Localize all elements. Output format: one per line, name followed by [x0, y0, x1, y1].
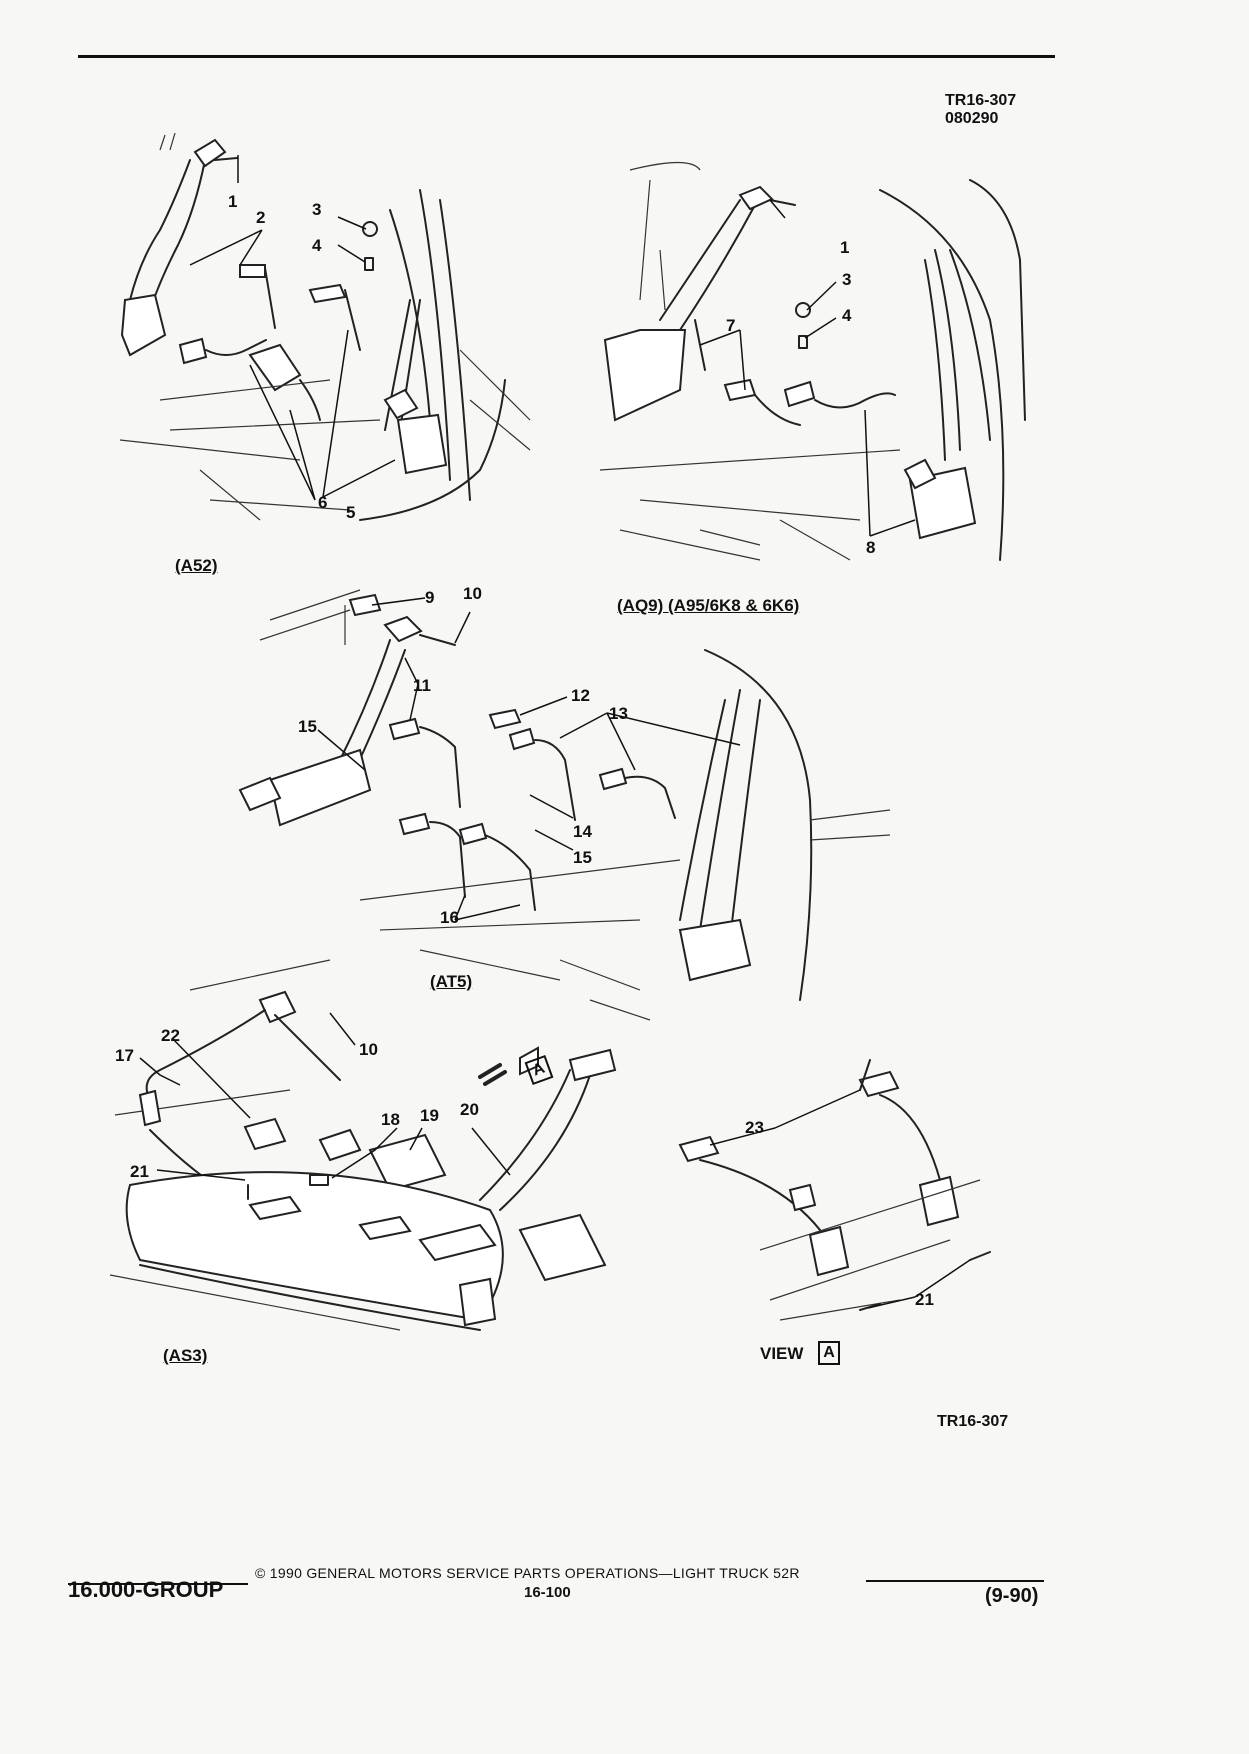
figure-id-bottom: TR16-307	[937, 1413, 1009, 1430]
panel-label-as3: (AS3)	[163, 1346, 208, 1365]
callout-as3-18: 18	[381, 1110, 400, 1129]
callout-at5-15a: 15	[298, 717, 317, 736]
callout-aq9-1: 1	[840, 238, 850, 257]
callout-aq9-4: 4	[842, 306, 852, 325]
as3-illustration	[109, 959, 617, 1331]
top-rule	[78, 55, 1055, 58]
callout-at5-14: 14	[573, 822, 592, 841]
figure-id: TR16-307	[945, 92, 1017, 109]
callout-a52-5: 5	[346, 503, 356, 522]
footer-rule-left	[68, 1583, 248, 1585]
callout-aq9-8: 8	[866, 538, 876, 557]
callout-a52-4: 4	[312, 236, 322, 255]
callout-a52-6: 6	[318, 493, 328, 512]
callout-aq9-7: 7	[726, 316, 736, 335]
panel-label-view: VIEW	[760, 1344, 804, 1363]
footer-copyright: © 1990 GENERAL MOTORS SERVICE PARTS OPER…	[255, 1565, 800, 1581]
callout-as3-17: 17	[115, 1046, 134, 1065]
footer-group: 16.000-GROUP	[68, 1577, 224, 1602]
callout-at5-12: 12	[571, 686, 590, 705]
a52-illustration	[119, 132, 531, 521]
callout-view-a-21: 21	[915, 1290, 934, 1309]
callout-a52-1: 1	[228, 192, 238, 211]
panel-label-a52: (A52)	[175, 556, 218, 575]
callout-a52-2: 2	[256, 208, 266, 227]
callout-view-a-23: 23	[745, 1118, 764, 1137]
callout-at5-11: 11	[413, 676, 431, 695]
panel-label-at5: (AT5)	[430, 972, 473, 991]
callout-as3-10: 10	[359, 1040, 378, 1059]
callout-a52-3: 3	[312, 200, 322, 219]
date-code: 080290	[945, 110, 999, 127]
callout-as3-20: 20	[460, 1100, 479, 1119]
footer-page-number: 16-100	[524, 1584, 571, 1601]
callout-at5-9: 9	[425, 588, 435, 607]
callout-as3-22: 22	[161, 1026, 180, 1045]
footer-rule-right	[866, 1580, 1044, 1582]
callout-as3-19: 19	[420, 1106, 439, 1125]
footer-revision: (9-90)	[985, 1585, 1039, 1607]
callout-at5-13: 13	[609, 704, 628, 723]
callout-at5-15b: 15	[573, 848, 592, 867]
view-a-illustration	[678, 1059, 991, 1321]
callout-aq9-3: 3	[842, 270, 852, 289]
panel-label-aq9: (AQ9) (A95/6K8 & 6K6)	[617, 596, 800, 615]
at5-illustration	[238, 589, 891, 1021]
aq9-illustration	[599, 161, 1026, 561]
view-a-box-letter: A	[818, 1341, 840, 1365]
callout-at5-16: 16	[440, 908, 459, 927]
callout-at5-10: 10	[463, 584, 482, 603]
callout-as3-21: 21	[130, 1162, 149, 1181]
